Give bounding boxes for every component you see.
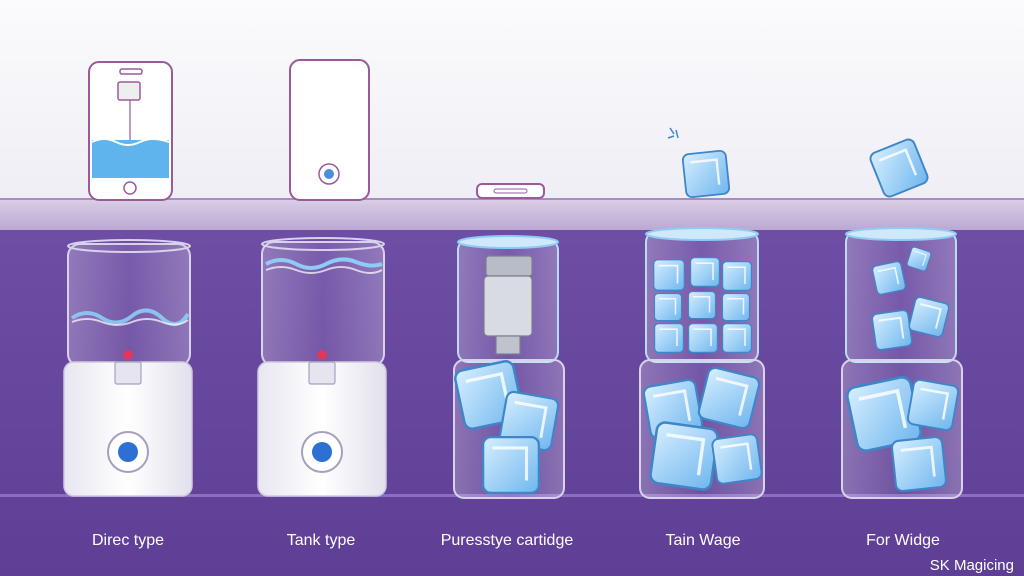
label-for-widge: For Widge (866, 532, 940, 549)
top-direct-device (88, 61, 173, 201)
label-cartridge: Puresstye cartidge (440, 532, 574, 549)
top-cartridge-device (476, 183, 545, 199)
label-direct-type: Direc type (91, 532, 165, 549)
tain-wage-unit (639, 227, 765, 499)
for-widge-unit (841, 227, 963, 499)
top-ice-cube-2 (867, 136, 931, 200)
tank-type-unit (257, 237, 387, 497)
top-ice-cube-1 (667, 127, 732, 200)
cartridge-unit (452, 235, 565, 499)
label-tain-wage: Tain Wage (665, 532, 741, 549)
top-tank-device (289, 59, 370, 201)
label-tank-type: Tank type (286, 532, 356, 549)
direct-type-unit (63, 239, 193, 497)
brand-text: SK Magicing (929, 557, 1014, 574)
